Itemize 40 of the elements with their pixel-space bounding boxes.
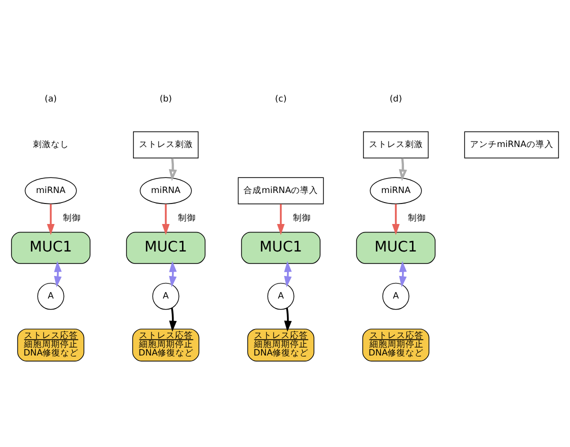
edge-label: 制御 [292,213,312,224]
arrow [284,260,292,288]
node-box: MUC1 [126,232,206,264]
node-ellipse: miRNA [140,177,192,204]
edge-label: 制御 [178,213,196,224]
node-box: ストレス応答 細胞周期停止 DNA修復など [132,328,200,362]
node-box: アンチmiRNAの導入 [464,131,559,158]
node-box: MUC1 [11,232,90,264]
label: 刺激なし [32,140,69,150]
arrow [399,260,407,288]
node-circle: A [152,282,180,310]
node-circle: A [382,282,410,310]
edge-label: 制御 [408,213,426,224]
arrow [54,260,62,288]
node-circle: A [267,282,294,310]
label: (d) [390,94,402,104]
arrow [276,204,285,235]
arrow [168,158,177,182]
label: (b) [160,94,172,104]
arrow [169,260,177,288]
node-box: MUC1 [241,232,320,264]
arrow [284,308,292,332]
node-box: 合成miRNAの導入 [238,177,324,204]
node-ellipse: miRNA [370,177,422,204]
node-box: MUC1 [356,232,436,264]
node-box: ストレス刺激 [133,131,199,158]
node-box: ストレス応答 細胞周期停止 DNA修復など [247,328,314,362]
label: (c) [275,94,287,104]
node-box: ストレス刺激 [363,131,429,158]
arrow [162,204,170,235]
arrow [169,308,177,332]
arrow [46,204,55,235]
edge-label: 制御 [62,213,81,224]
node-circle: A [37,282,64,310]
arrow [398,158,408,182]
node-box: ストレス応答 細胞周期停止 DNA修復など [17,328,84,362]
node-box: ストレス応答 細胞周期停止 DNA修復など [362,328,430,362]
arrow [392,204,400,235]
node-ellipse: miRNA [24,177,77,204]
label: (a) [44,94,57,104]
